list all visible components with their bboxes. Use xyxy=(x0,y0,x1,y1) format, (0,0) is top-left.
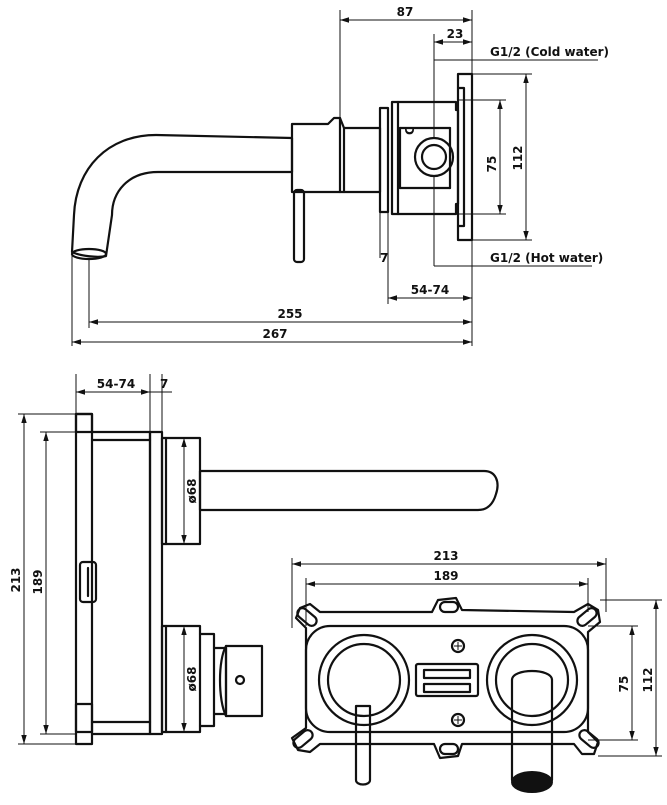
inlet-ring-outer xyxy=(413,136,455,178)
inlet-ring-inner xyxy=(420,143,448,171)
handle-body xyxy=(290,116,382,194)
label-c: C xyxy=(403,126,417,135)
lever xyxy=(292,188,306,264)
dim-255: 255 xyxy=(277,307,302,321)
dim-112-front: 112 xyxy=(641,667,655,692)
front-view: 213 189 75 112 xyxy=(290,549,662,793)
dim-d68-handle: ø68 xyxy=(185,667,199,692)
dim-75-top: 75 xyxy=(485,156,499,173)
dim-112-top: 112 xyxy=(511,145,525,170)
mounting-bracket xyxy=(456,72,474,242)
top-view: 87 23 G1/2 (Cold water) G1/2 (Hot water)… xyxy=(70,5,609,346)
label-hot-water: G1/2 (Hot water) xyxy=(490,251,603,265)
dim-87: 87 xyxy=(397,5,414,19)
valve-body xyxy=(390,100,460,216)
dim-189-front: 189 xyxy=(433,569,458,583)
dim-75-front: 75 xyxy=(617,676,631,693)
spout-outline xyxy=(70,133,294,258)
dim-d68-spout: ø68 xyxy=(185,479,199,504)
plan-view: 54-74 7 213 189 ø68 ø68 xyxy=(9,374,499,746)
label-cold-water: G1/2 (Cold water) xyxy=(490,45,609,59)
wall-plate xyxy=(378,106,390,214)
dim-54-74-top: 54-74 xyxy=(411,283,449,297)
dim-213-side: 213 xyxy=(9,567,23,592)
dim-267: 267 xyxy=(262,327,287,341)
dim-7-top: 7 xyxy=(380,251,388,265)
dim-189-side: 189 xyxy=(31,569,45,594)
dim-23: 23 xyxy=(447,27,464,41)
dim-54-74-side: 54-74 xyxy=(97,377,135,391)
dim-7-side: 7 xyxy=(160,377,168,391)
dim-213-front: 213 xyxy=(433,549,458,563)
